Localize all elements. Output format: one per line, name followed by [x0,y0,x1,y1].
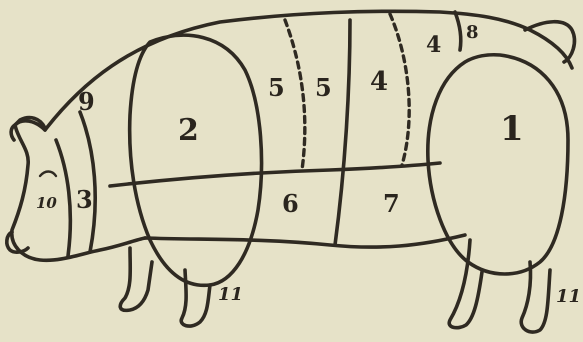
belly-divider [335,20,350,245]
jowl-divider [56,140,70,256]
label-tail: 8 [466,22,479,43]
head-divider [80,112,95,252]
label-jowl: 3 [76,185,93,214]
label-foot-rear: 11 [556,286,581,307]
rear-leg-left [449,240,482,328]
label-loin-rear: 4 [370,67,388,97]
label-belly-front: 6 [282,189,299,218]
rear-leg-right [521,262,550,332]
front-leg-left [120,248,152,310]
belly-outline [145,235,465,247]
label-back-right: 5 [315,73,332,102]
front-leg-right [181,270,210,326]
tail-divider [455,12,461,50]
eye [40,172,56,177]
label-belly-rear: 7 [383,189,400,218]
shoulder-section [130,35,262,285]
label-shoulder: 2 [178,113,199,148]
label-loin-top: 4 [426,32,441,58]
label-back-left: 5 [268,73,285,102]
dashed-line-right [390,14,409,165]
label-neck: 9 [78,87,95,116]
label-ham: 1 [500,109,524,149]
ear-tip [11,125,15,140]
label-head: 10 [36,194,57,212]
pig-body-outline [45,11,572,130]
ham-section [428,55,568,274]
back-belly-divider [110,163,440,186]
dashed-line-left [285,20,305,170]
label-foot-front: 11 [218,284,243,305]
